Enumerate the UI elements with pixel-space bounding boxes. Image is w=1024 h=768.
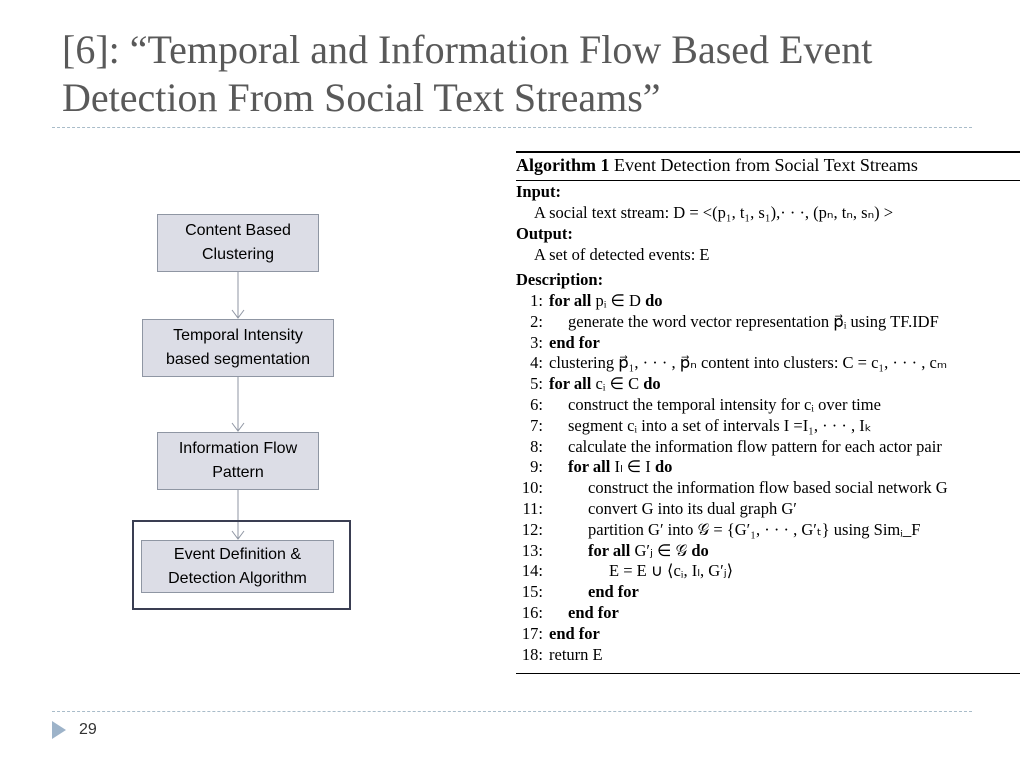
flow-step-label-line2: Pattern xyxy=(212,464,264,481)
flow-step-content-clustering: Content Based Clustering xyxy=(157,214,319,272)
algorithm-step: 10: construct the information flow based … xyxy=(516,477,948,498)
algorithm-step-number: 17: xyxy=(521,623,543,643)
algorithm-description-label: Description: xyxy=(516,270,604,289)
algorithm-step-text: generate the word vector representation … xyxy=(568,311,939,331)
algorithm-step-number: 16: xyxy=(521,603,543,622)
algorithm-output-label: Output: xyxy=(516,224,573,243)
algorithm-step-number: 15: xyxy=(521,582,543,602)
algorithm-step-text: G′ⱼ ∈ 𝒢 xyxy=(630,540,692,560)
algorithm-step: 18: return E xyxy=(516,644,603,665)
algorithm-caption: Algorithm 1 Event Detection from Social … xyxy=(516,154,918,176)
algorithm-step: 16: end for xyxy=(516,602,619,623)
flow-step-label-line1: Content Based xyxy=(185,222,291,239)
algorithm-step: 6: construct the temporal intensity for c… xyxy=(516,394,881,415)
algorithm-step-number: 12: xyxy=(521,519,543,539)
algorithm-step-number: 3: xyxy=(530,332,543,352)
algorithm-step: 1: for all pᵢ ∈ D do xyxy=(516,290,663,311)
slide-title: [6]: “Temporal and Information Flow Base… xyxy=(62,27,873,120)
algorithm-step: 11: convert G into its dual graph G′ xyxy=(516,498,797,519)
algorithm-caption-label: Algorithm 1 xyxy=(516,155,610,175)
algorithm-step-number: 14: xyxy=(521,561,543,581)
algorithm-step-text: E = E ∪ ⟨cᵢ, Iₗ, G′ⱼ⟩ xyxy=(609,561,734,581)
algorithm-step-number: 2: xyxy=(530,311,543,331)
algorithm-bottom-rule xyxy=(516,673,1020,674)
algorithm-step-keyword: for all xyxy=(549,291,592,310)
algorithm-step-text: cᵢ ∈ C xyxy=(591,374,644,394)
algorithm-output-text: A set of detected events: E xyxy=(534,245,710,264)
algorithm-step-number: 1: xyxy=(530,291,543,310)
algorithm-step: 9: for all Iₗ ∈ I do xyxy=(516,456,672,477)
algorithm-step-text: calculate the information flow pattern f… xyxy=(568,436,942,456)
algorithm-step: 15: end for xyxy=(516,581,639,602)
algorithm-step: 2: generate the word vector representatio… xyxy=(516,311,939,332)
flow-step-temporal-segmentation: Temporal Intensity based segmentation xyxy=(142,319,334,377)
algorithm-step-text: construct the information flow based soc… xyxy=(588,478,948,498)
algorithm-caption-rule xyxy=(516,180,1020,181)
algorithm-step-number: 13: xyxy=(521,540,543,560)
algorithm-step-keyword: for all xyxy=(549,374,592,394)
algorithm-step-number: 6: xyxy=(530,395,543,414)
title-divider xyxy=(52,127,972,128)
algorithm-step: 8: calculate the information flow pattern… xyxy=(516,436,942,457)
algorithm-step-number: 8: xyxy=(530,436,543,456)
algorithm-step: 14: E = E ∪ ⟨cᵢ, Iₗ, G′ⱼ⟩ xyxy=(516,560,733,581)
algorithm-step-keyword: for all xyxy=(568,457,611,477)
algorithm-step-number: 10: xyxy=(521,478,543,498)
algorithm-step-text: pᵢ ∈ D xyxy=(591,291,646,310)
algorithm-step: 7: segment cᵢ into a set of intervals I =… xyxy=(516,415,872,436)
algorithm-step: 13: for all G′ⱼ ∈ 𝒢 do xyxy=(516,540,709,561)
algorithm-step: 12: partition G′ into 𝒢 = {G′₁, · · · , G… xyxy=(516,519,920,540)
algorithm-step-text: clustering p⃗₁, · · · , p⃗ₙ content into… xyxy=(549,353,948,373)
flow-arrows xyxy=(231,272,245,540)
algorithm-step-text: partition G′ into 𝒢 = {G′₁, · · · , G′ₜ}… xyxy=(588,519,921,539)
algorithm-step-text: Iₗ ∈ I xyxy=(610,457,655,477)
algorithm-step-keyword: for all xyxy=(588,540,631,560)
algorithm-input-text: A social text stream: D = <(p₁, t₁, s₁),… xyxy=(534,203,894,222)
flow-step-label-line1: Information Flow xyxy=(178,440,298,457)
algorithm-step-text: construct the temporal intensity for cᵢ … xyxy=(568,395,881,414)
algorithm-input-label: Input: xyxy=(516,182,561,201)
highlight-frame xyxy=(132,520,351,610)
algorithm-step-number: 11: xyxy=(522,499,543,518)
algorithm-step-text: convert G into its dual graph G′ xyxy=(588,499,797,518)
algorithm-step: 3: end for xyxy=(516,332,600,353)
algorithm-step: 17: end for xyxy=(516,623,600,644)
algorithm-step-number: 18: xyxy=(521,644,543,664)
algorithm-step-text: return E xyxy=(549,644,603,664)
algorithm-step: 5: for all cᵢ ∈ C do xyxy=(516,373,661,394)
flow-step-information-flow: Information Flow Pattern xyxy=(157,432,319,490)
algorithm-step-keyword: end for xyxy=(549,332,600,352)
algorithm-step-number: 9: xyxy=(530,457,543,477)
algorithm-step-keyword: end for xyxy=(588,582,639,602)
arrowhead-2-to-3 xyxy=(231,422,245,432)
algorithm-step-keyword-end: do xyxy=(643,374,661,394)
flow-step-label-line1: Event Definition & xyxy=(173,545,302,563)
algorithm-step-keyword-end: do xyxy=(645,291,663,310)
flow-step-label-line1: Temporal Intensity xyxy=(173,327,303,344)
flow-step-label-line2: Detection Algorithm xyxy=(168,569,307,587)
footer-divider xyxy=(52,711,972,712)
arrowhead-1-to-2 xyxy=(231,309,245,319)
arrowhead-3-to-4 xyxy=(231,530,245,540)
page-number: 29 xyxy=(79,721,97,738)
flow-step-label-line2: based segmentation xyxy=(165,351,311,368)
algorithm-step-keyword: end for xyxy=(568,603,619,622)
algorithm-figure: Algorithm 1 Event Detection from Social … xyxy=(516,150,1020,675)
flow-step-label-line2: Clustering xyxy=(201,246,274,263)
algorithm-top-rule xyxy=(516,151,1020,153)
algorithm-step-keyword-end: do xyxy=(691,540,709,560)
algorithm-step-number: 7: xyxy=(530,415,543,435)
algorithm-step-number: 4: xyxy=(530,353,543,373)
triangle-right-icon xyxy=(52,721,66,739)
algorithm-caption-text: Event Detection from Social Text Streams xyxy=(614,155,918,175)
algorithm-step: 4: clustering p⃗₁, · · · , p⃗ₙ content in… xyxy=(516,352,947,373)
algorithm-step-keyword-end: do xyxy=(654,457,673,477)
algorithm-step-keyword: end for xyxy=(549,623,600,643)
flow-step-event-detection: Event Definition & Detection Algorithm xyxy=(141,540,334,593)
algorithm-step-number: 5: xyxy=(530,374,543,394)
algorithm-step-text: segment cᵢ into a set of intervals I =I₁… xyxy=(568,415,872,435)
